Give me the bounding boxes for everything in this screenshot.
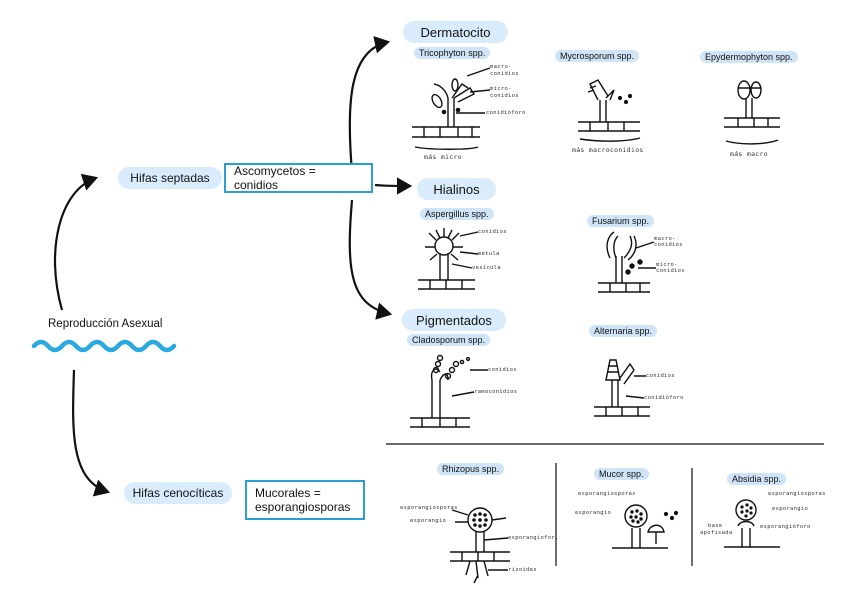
annot-tric-conidios: conidios: [490, 71, 519, 77]
wave-decoration: [31, 339, 177, 353]
mucorales-line2: esporangiosporas: [255, 500, 351, 514]
species-tag-epydermophyton: Epydermophyton spp.: [700, 51, 798, 63]
annot-clad-ramo: ramoconidios: [474, 389, 518, 395]
annot-abs-esporangiosporas: esporangiosporas: [768, 491, 826, 497]
annot-abs-esporangio: esporangio: [772, 506, 809, 512]
annot-asp-conidios: conidios: [478, 229, 507, 235]
annot-tric-conidioforo: conidióforo: [486, 110, 526, 116]
annot-abs-base2: apofisada: [700, 530, 733, 536]
annot-asp-metula: métula: [478, 251, 500, 257]
annot-myc-caption: más macroconidios: [572, 146, 644, 154]
annot-alt-conidioforo: conidióforo: [644, 395, 684, 401]
arrow-to-cenociticas: [72, 369, 111, 497]
species-tag-tricophyton: Tricophyton spp.: [414, 47, 491, 59]
dermatocito-pill: Dermatocito: [403, 21, 508, 43]
pigmentados-pill: Pigmentados: [402, 309, 506, 331]
annot-epy-caption: más macro: [730, 150, 768, 158]
mucorales-line1: Mucorales =: [255, 486, 321, 500]
arrow-to-septadas: [53, 173, 99, 311]
ascomycetos-box: Ascomycetos = conidios: [224, 163, 373, 193]
hifas-septadas-pill: Hifas septadas: [118, 167, 222, 189]
annot-fus-conidios2: conidios: [656, 268, 685, 274]
species-tag-cladosporum: Cladosporum spp.: [407, 334, 491, 346]
annot-fus-conidios: conidios: [654, 242, 683, 248]
species-tag-aspergillus: Aspergillus spp.: [420, 208, 494, 220]
annot-muc-esporangio: esporangio: [575, 510, 612, 516]
annot-rhi-esporangiosporas: esporangiosporas: [400, 505, 458, 511]
annot-clad-conidios: conidios: [488, 367, 517, 373]
species-tag-rhizopus: Rhizopus spp.: [437, 463, 505, 475]
annot-fus-micro: micro-: [656, 262, 678, 268]
hialinos-pill: Hialinos: [417, 178, 496, 200]
arrow-to-hialinos: [374, 177, 413, 195]
annot-tric-macro: macro-: [490, 64, 512, 70]
mucorales-box: Mucorales = esporangiosporas: [245, 480, 365, 520]
annot-tric-caption: más micro: [424, 153, 462, 161]
species-tag-fusarium: Fusarium spp.: [587, 215, 655, 227]
hifas-cenociticas-pill: Hifas cenocíticas: [124, 482, 232, 504]
annot-abs-esporangioforo: esporangióforo: [760, 524, 811, 530]
annot-abs-base1: base: [708, 523, 723, 529]
annot-rhi-esporangioforo: esporangiofor.: [508, 535, 559, 541]
annot-tric-conidios2: conidios: [490, 93, 519, 99]
annot-tric-micro: micro-: [490, 86, 512, 92]
annot-alt-conidios: conidios: [646, 373, 675, 379]
species-tag-absidia: Absidia spp.: [727, 473, 787, 485]
species-tag-mucor: Mucor spp.: [594, 468, 649, 480]
species-tag-mycrosporum: Mycrosporum spp.: [555, 50, 640, 62]
annot-asp-vesicula: vesícula: [472, 265, 501, 271]
annot-rhi-esporangio: esporangio: [410, 518, 447, 524]
arrow-to-pigmentados: [348, 199, 393, 320]
annot-rhi-rizoides: rizoides: [508, 567, 537, 573]
annot-fus-macro: macro-: [654, 236, 676, 242]
arrow-to-dermatocito: [348, 36, 391, 173]
species-tag-alternaria: Alternaria spp.: [589, 325, 658, 337]
annot-muc-esporangiosporas: esporangiosporas: [578, 491, 636, 497]
root-label: Reproducción Asexual: [48, 318, 163, 330]
